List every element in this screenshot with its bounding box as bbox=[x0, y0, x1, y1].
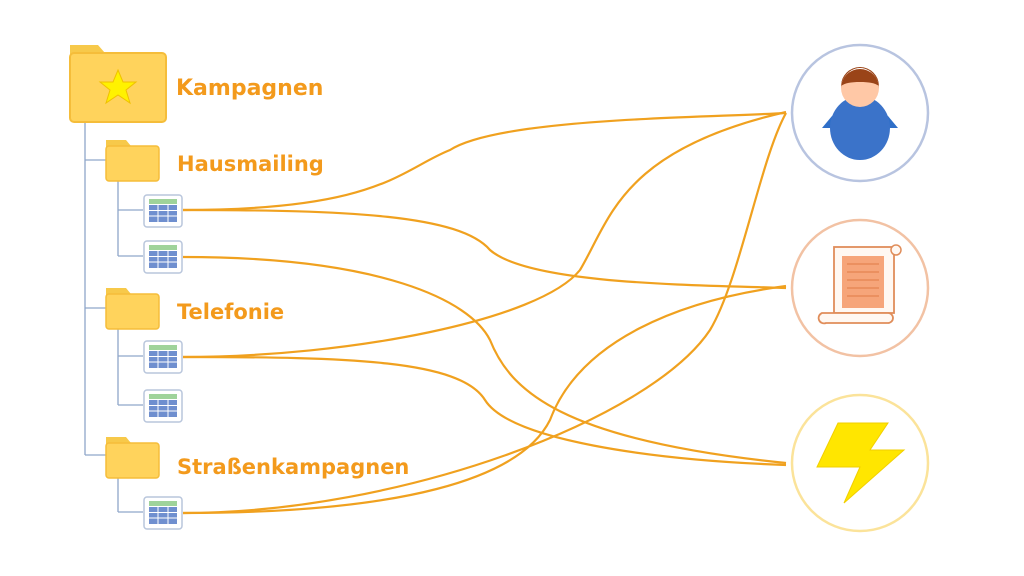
person-icon bbox=[822, 67, 898, 160]
connector-line bbox=[182, 255, 787, 465]
folder-strassenkampagnen[interactable]: Straßenkampagnen bbox=[105, 437, 409, 479]
connector-line bbox=[182, 355, 787, 467]
star-folder-icon bbox=[69, 45, 167, 123]
folder-telefonie[interactable]: Telefonie bbox=[105, 288, 284, 330]
spreadsheet-icon bbox=[143, 496, 183, 530]
target-lightning[interactable] bbox=[790, 393, 930, 533]
spreadsheet-icon bbox=[143, 389, 183, 423]
connectors bbox=[182, 110, 787, 515]
connector-line bbox=[182, 112, 787, 515]
root-folder[interactable]: Kampagnen bbox=[69, 45, 323, 123]
root-folder-label: Kampagnen bbox=[176, 76, 323, 101]
connector-line bbox=[182, 110, 787, 359]
spreadsheet-item[interactable] bbox=[143, 340, 183, 374]
spreadsheet-item[interactable] bbox=[143, 194, 183, 228]
folder-label-strassenkampagnen: Straßenkampagnen bbox=[177, 455, 409, 479]
folder-icon bbox=[105, 437, 160, 479]
folder-hausmailing[interactable]: Hausmailing bbox=[105, 140, 324, 182]
lightning-icon bbox=[816, 422, 906, 504]
document-scroll-icon bbox=[817, 244, 902, 325]
spreadsheet-icon bbox=[143, 340, 183, 374]
folder-label-hausmailing: Hausmailing bbox=[177, 152, 324, 176]
spreadsheet-item[interactable] bbox=[143, 240, 183, 274]
spreadsheet-icon bbox=[143, 240, 183, 274]
connector-line bbox=[182, 111, 787, 212]
spreadsheet-icon bbox=[143, 194, 183, 228]
connector-line bbox=[182, 284, 787, 515]
spreadsheet-item[interactable] bbox=[143, 496, 183, 530]
folder-icon bbox=[105, 140, 160, 182]
tree-lines bbox=[84, 120, 143, 513]
folder-label-telefonie: Telefonie bbox=[177, 300, 284, 324]
folder-icon bbox=[105, 288, 160, 330]
connector-line bbox=[182, 208, 787, 290]
target-document[interactable] bbox=[790, 218, 930, 358]
spreadsheet-item[interactable] bbox=[143, 389, 183, 423]
target-person[interactable] bbox=[790, 43, 930, 183]
